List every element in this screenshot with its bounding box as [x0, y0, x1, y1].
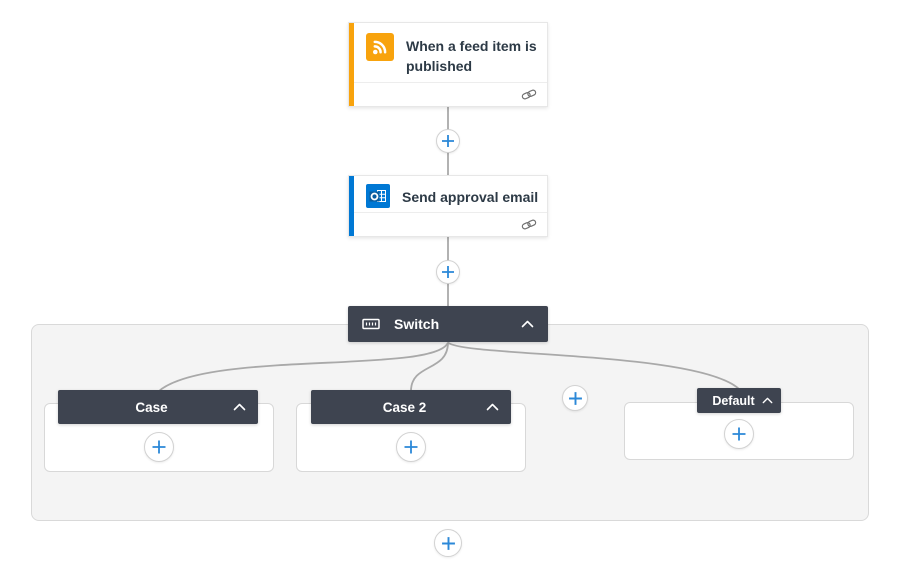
- plus-icon: [568, 391, 582, 405]
- action-card-title: Send approval email: [402, 189, 539, 205]
- plus-icon: [152, 440, 166, 454]
- plus-icon: [441, 536, 455, 550]
- insert-step-button-1[interactable]: [436, 129, 460, 153]
- rss-icon: [366, 33, 394, 61]
- case2-header[interactable]: Case 2: [311, 390, 511, 424]
- default-header[interactable]: Default: [697, 388, 781, 413]
- add-action-case1-button[interactable]: [144, 432, 174, 462]
- case1-header[interactable]: Case: [58, 390, 258, 424]
- case2-label: Case 2: [382, 399, 427, 415]
- switch-label: Switch: [394, 316, 440, 332]
- plus-icon: [732, 427, 746, 441]
- action-card-body: Send approval email: [349, 176, 547, 212]
- chevron-up-icon[interactable]: [521, 320, 534, 328]
- add-action-case2-button[interactable]: [396, 432, 426, 462]
- add-action-default-button[interactable]: [724, 419, 754, 449]
- plus-icon: [442, 266, 454, 278]
- action-card-footer: [354, 212, 547, 236]
- link-icon: [521, 89, 537, 100]
- action-card[interactable]: Send approval email: [348, 175, 548, 237]
- case1-label: Case: [135, 399, 168, 415]
- chevron-up-icon[interactable]: [762, 397, 773, 404]
- trigger-accent-bar: [349, 23, 354, 106]
- trigger-card-body: When a feed item is published: [349, 23, 547, 82]
- switch-keypad-icon: [362, 318, 380, 330]
- trigger-card-title: When a feed item is published: [406, 38, 537, 74]
- trigger-card-footer: [354, 82, 547, 106]
- plus-icon: [404, 440, 418, 454]
- trigger-card[interactable]: When a feed item is published: [348, 22, 548, 107]
- insert-step-button-2[interactable]: [436, 260, 460, 284]
- default-label: Default: [712, 393, 755, 408]
- plus-icon: [442, 135, 454, 147]
- action-accent-bar: [349, 176, 354, 236]
- chevron-up-icon[interactable]: [486, 403, 499, 411]
- switch-scope-header[interactable]: Switch: [348, 306, 548, 342]
- add-case-button[interactable]: [562, 385, 588, 411]
- chevron-up-icon[interactable]: [233, 403, 246, 411]
- new-step-button[interactable]: [434, 529, 462, 557]
- link-icon: [521, 219, 537, 230]
- outlook-icon: [366, 184, 390, 208]
